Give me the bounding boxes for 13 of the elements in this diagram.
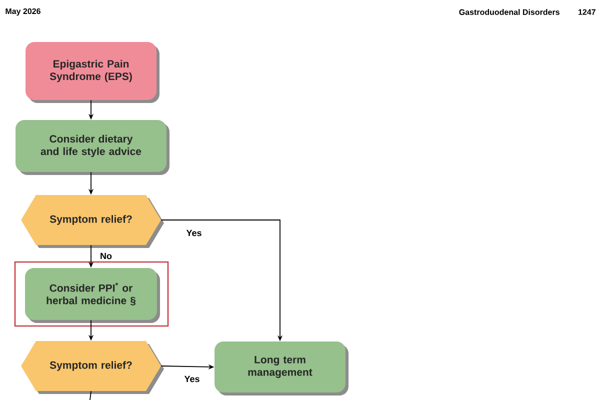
edge-label: No xyxy=(99,252,113,260)
process-box: Long term management xyxy=(214,342,348,396)
header-text: May 2026 xyxy=(6,8,40,16)
process-box: Consider PPI$^{*}$ or herbal medicine § xyxy=(25,268,160,323)
process-box: Consider dietary and life style advice xyxy=(16,120,170,175)
decision-hexagon: Symptom relief? xyxy=(21,195,164,248)
start-box: Epigastric Pain Syndrome (EPS) xyxy=(26,42,160,103)
decision-hexagon: Symptom relief? xyxy=(21,341,164,394)
edge-label: Yes xyxy=(183,374,201,384)
edge-label: Yes xyxy=(185,228,203,238)
highlight-frame xyxy=(14,261,169,327)
header-text: 1247 xyxy=(578,9,596,15)
header-text: Gastroduodenal Disorders xyxy=(459,9,560,15)
